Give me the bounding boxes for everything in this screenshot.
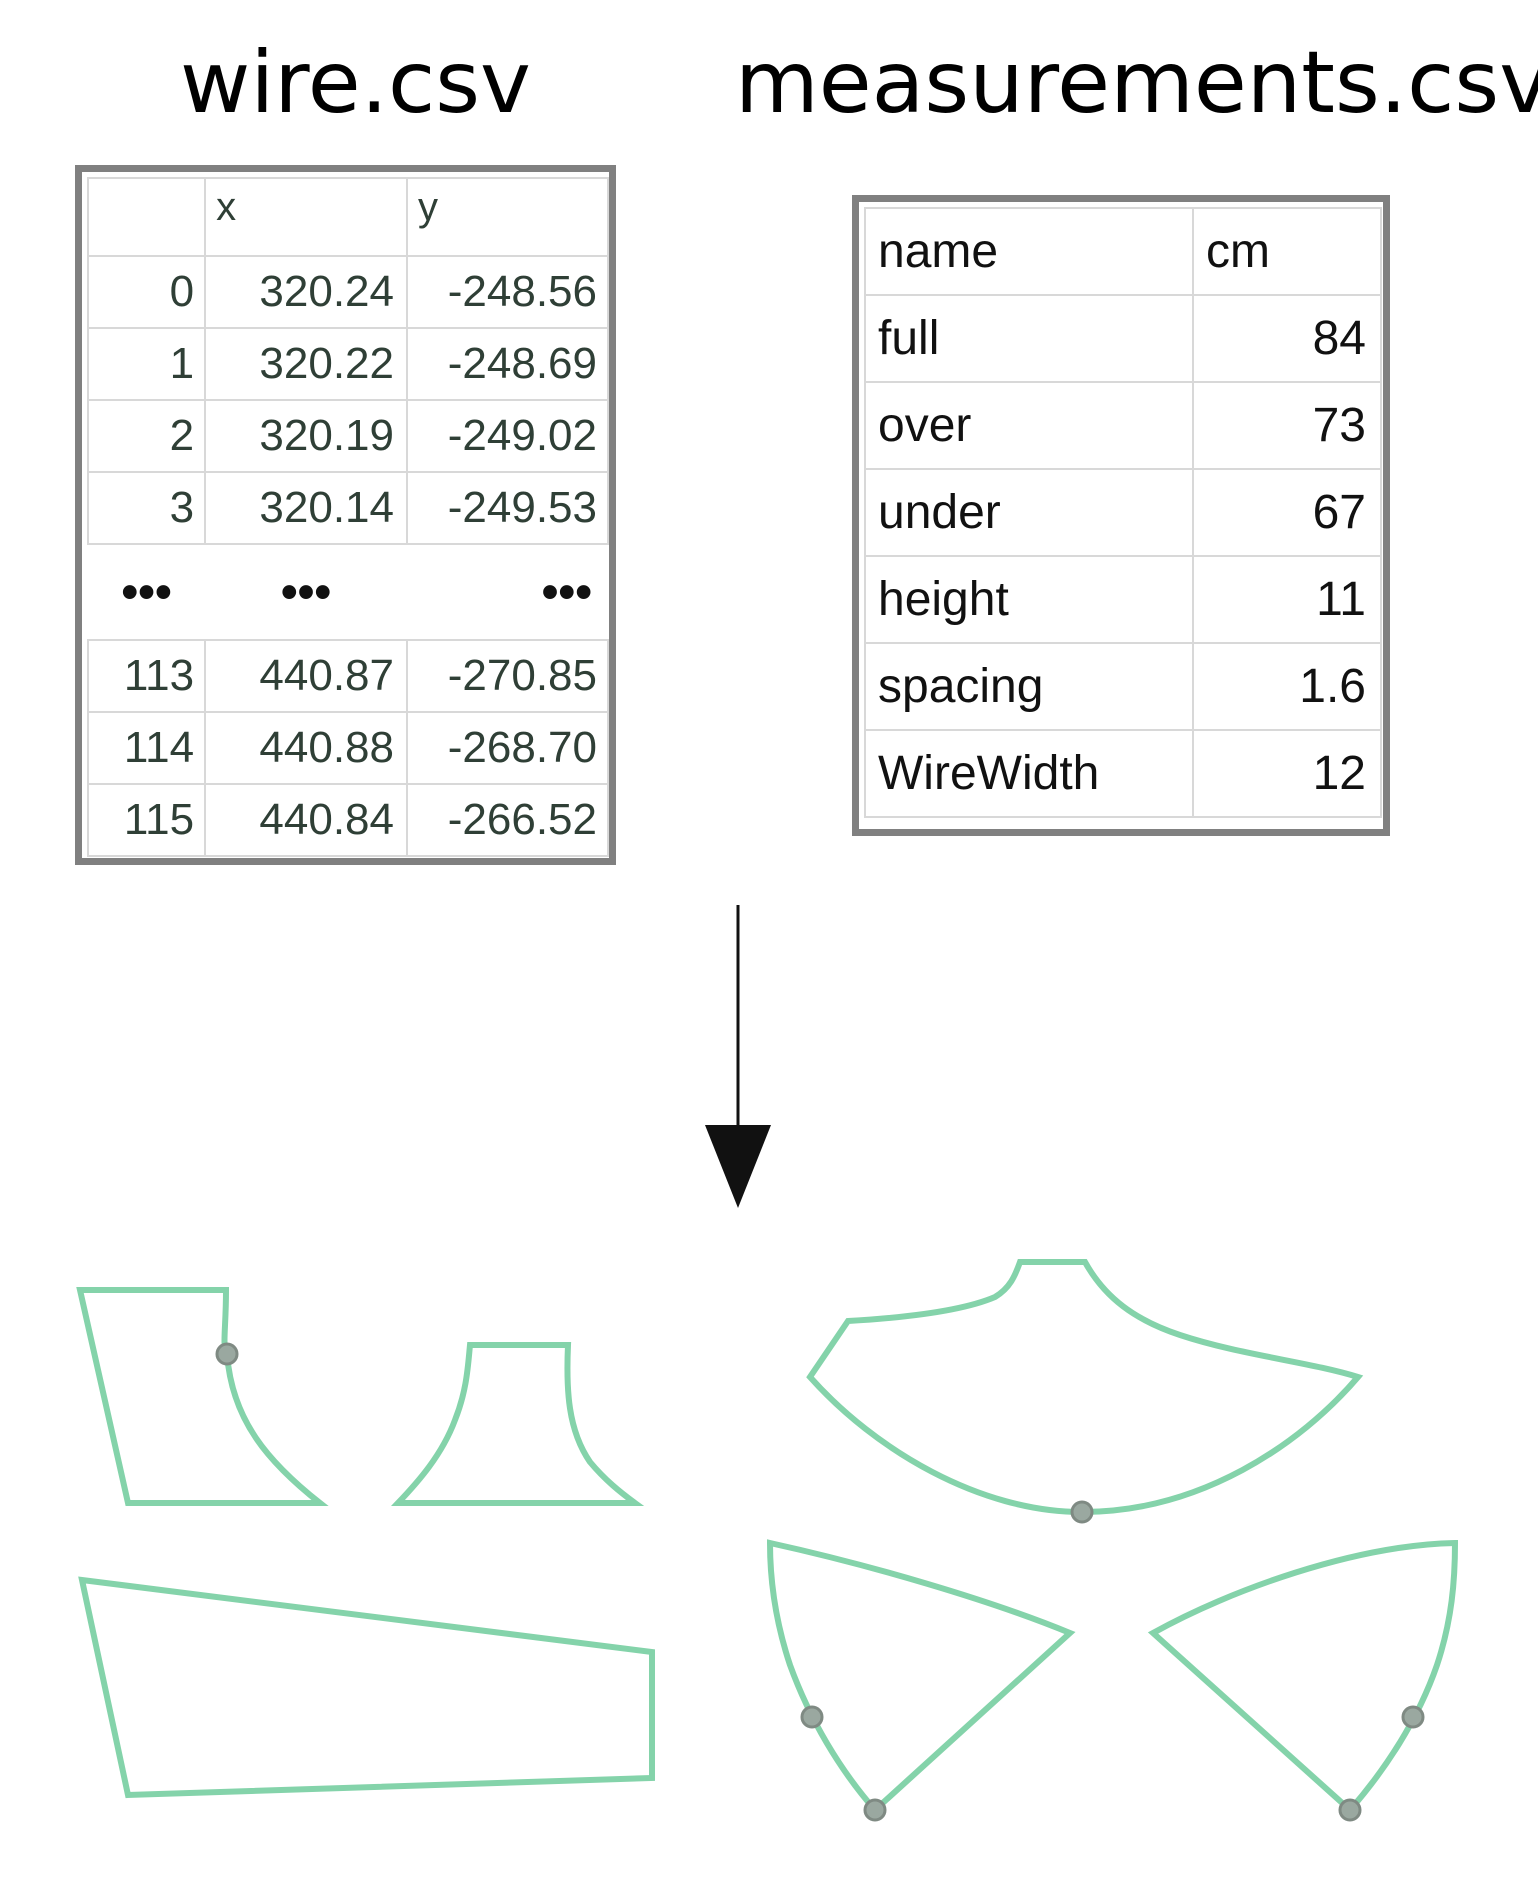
measurements-header-row: name cm	[864, 207, 1382, 296]
measurement-name: height	[864, 555, 1194, 644]
wire-cell-y: -268.70	[405, 711, 610, 785]
table-row: 115 440.84 -266.52	[86, 783, 610, 857]
ellipsis-cell: •••	[205, 543, 407, 641]
wire-cell-x: 320.19	[204, 399, 408, 473]
wire-cell-x: 440.87	[204, 639, 408, 713]
wire-cell-x: 440.84	[204, 783, 408, 857]
table-row: 2 320.19 -249.02	[86, 399, 610, 473]
measurements-header-cm: cm	[1192, 207, 1382, 296]
wire-header-x: x	[204, 177, 408, 257]
wire-cell-y: -248.56	[405, 255, 610, 329]
pattern-piece-lower-cup-right	[1147, 1539, 1459, 1815]
notch-marker	[1070, 1500, 1094, 1524]
measurements-table-frame: name cm full 84 over 73 under 67 height …	[852, 195, 1390, 836]
notch-marker	[1338, 1798, 1362, 1822]
table-row: full 84	[864, 294, 1382, 383]
ellipsis-cell: •••	[88, 543, 206, 641]
measurement-name: under	[864, 468, 1194, 557]
notch-marker	[1401, 1705, 1425, 1729]
measurements-csv-title: measurements.csv	[735, 33, 1538, 133]
table-row: spacing 1.6	[864, 642, 1382, 731]
wire-table-header-row: x y	[86, 177, 610, 257]
wire-cell-x: 440.88	[204, 711, 408, 785]
wire-cell-y: -270.85	[405, 639, 610, 713]
wire-cell-y: -248.69	[405, 327, 610, 401]
table-row: 113 440.87 -270.85	[86, 639, 610, 713]
wire-header-y: y	[405, 177, 610, 257]
pattern-piece-side-panel	[76, 1287, 329, 1506]
table-row: 1 320.22 -248.69	[86, 327, 610, 401]
wire-cell-y: -249.53	[405, 471, 610, 545]
pattern-piece-band	[78, 1576, 655, 1799]
measurement-name: spacing	[864, 642, 1194, 731]
table-row: WireWidth 12	[864, 729, 1382, 818]
measurement-value: 67	[1192, 468, 1382, 557]
notch-marker	[800, 1705, 824, 1729]
measurement-value: 73	[1192, 381, 1382, 470]
pattern-piece-lower-cup-left	[766, 1539, 1076, 1815]
wire-cell-x: 320.14	[204, 471, 408, 545]
wire-cell-index: 113	[86, 639, 207, 713]
measurement-name: WireWidth	[864, 729, 1194, 818]
down-arrow-head-icon	[705, 1125, 771, 1208]
measurement-name: over	[864, 381, 1194, 470]
wire-cell-index: 114	[86, 711, 207, 785]
wire-cell-index: 3	[86, 471, 207, 545]
wire-cell-index: 1	[86, 327, 207, 401]
table-row: 3 320.14 -249.53	[86, 471, 610, 545]
pattern-piece-center-gore	[391, 1342, 645, 1506]
ellipsis-row: ••• ••• •••	[88, 543, 608, 641]
measurements-table: name cm full 84 over 73 under 67 height …	[864, 207, 1382, 818]
table-row: height 11	[864, 555, 1382, 644]
wire-cell-y: -249.02	[405, 399, 610, 473]
wire-header-index	[86, 177, 207, 257]
measurement-value: 1.6	[1192, 642, 1382, 731]
wire-table-frame: x y 0 320.24 -248.56 1 320.22 -248.69 2 …	[75, 165, 616, 865]
measurement-value: 11	[1192, 555, 1382, 644]
wire-cell-y: -266.52	[405, 783, 610, 857]
table-row: 0 320.24 -248.56	[86, 255, 610, 329]
wire-cell-index: 115	[86, 783, 207, 857]
wire-cell-index: 2	[86, 399, 207, 473]
measurement-name: full	[864, 294, 1194, 383]
wire-cell-x: 320.24	[204, 255, 408, 329]
wire-cell-index: 0	[86, 255, 207, 329]
measurement-value: 12	[1192, 729, 1382, 818]
wire-table: x y 0 320.24 -248.56 1 320.22 -248.69 2 …	[86, 177, 610, 857]
measurement-value: 84	[1192, 294, 1382, 383]
measurements-header-name: name	[864, 207, 1194, 296]
wire-cell-x: 320.22	[204, 327, 408, 401]
table-row: over 73	[864, 381, 1382, 470]
notch-marker	[863, 1798, 887, 1822]
wire-csv-title: wire.csv	[180, 33, 531, 133]
notch-marker	[215, 1342, 239, 1366]
table-row: under 67	[864, 468, 1382, 557]
ellipsis-cell: •••	[406, 543, 608, 641]
pattern-piece-upper-cup	[806, 1259, 1364, 1516]
table-row: 114 440.88 -268.70	[86, 711, 610, 785]
